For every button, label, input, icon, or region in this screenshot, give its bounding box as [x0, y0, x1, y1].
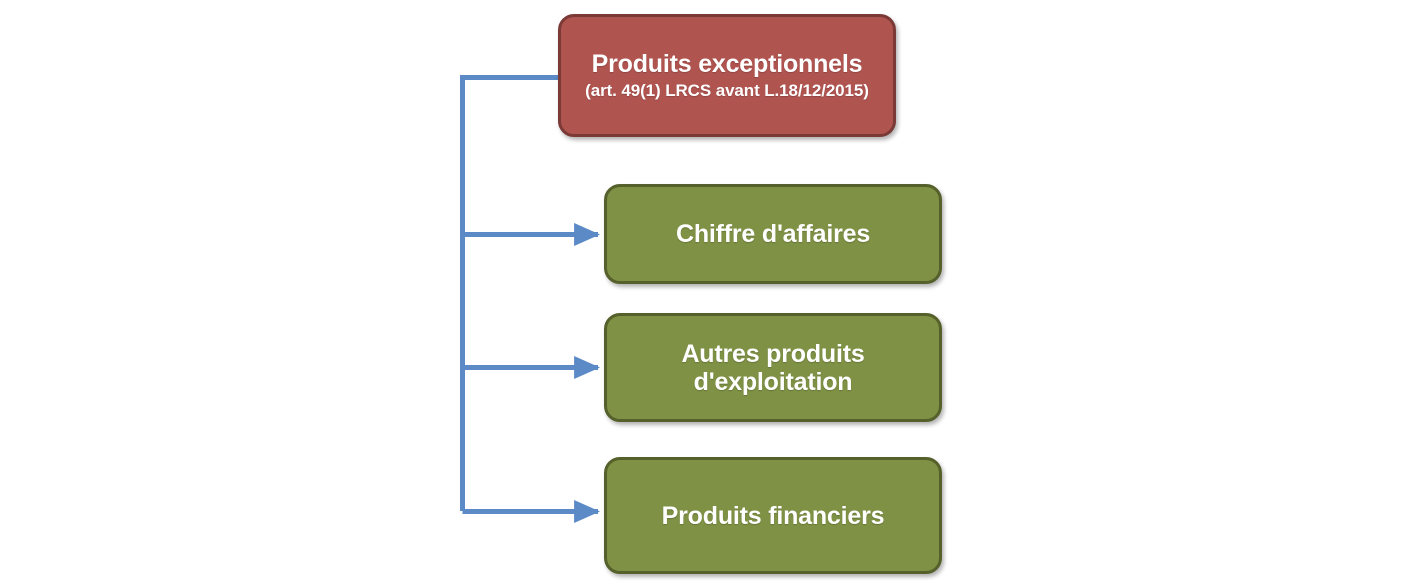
- node-root-title: Produits exceptionnels: [591, 50, 863, 79]
- node-autres-produits-exploitation[interactable]: Autres produits d'exploitation: [604, 313, 942, 422]
- node-chiffre-d-affaires[interactable]: Chiffre d'affaires: [604, 184, 942, 284]
- node-produits-exceptionnels[interactable]: Produits exceptionnels (art. 49(1) LRCS …: [558, 14, 896, 137]
- node-chiffre-title: Chiffre d'affaires: [675, 220, 871, 248]
- node-root-subtitle: (art. 49(1) LRCS avant L.18/12/2015): [585, 81, 869, 101]
- node-autres-title: Autres produits d'exploitation: [681, 339, 865, 396]
- node-produits-financiers[interactable]: Produits financiers: [604, 457, 942, 574]
- node-financiers-title: Produits financiers: [661, 501, 885, 530]
